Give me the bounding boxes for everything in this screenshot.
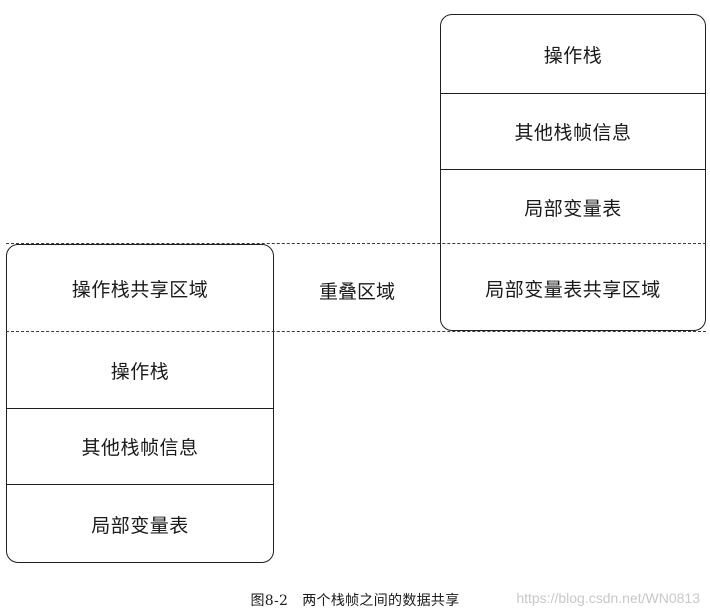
- lower-other-frame-info-label: 其他栈帧信息: [81, 437, 199, 459]
- watermark-url: https://blog.csdn.net/WN0813: [516, 590, 700, 606]
- upper-shared-local-variables-cell: 局部变量表共享区域: [441, 245, 705, 331]
- lower-operand-stack-label: 操作栈: [110, 361, 170, 383]
- upper-operand-stack-cell: 操作栈: [441, 15, 705, 93]
- upper-other-frame-info-cell: 其他栈帧信息: [441, 94, 705, 169]
- upper-stack-frame: 操作栈 其他栈帧信息 局部变量表 局部变量表共享区域: [440, 14, 706, 331]
- lower-stack-frame: 操作栈共享区域 操作栈 其他栈帧信息 局部变量表: [6, 244, 274, 563]
- upper-divider-1: [441, 93, 705, 94]
- overlap-top-dashed-line: [6, 243, 706, 244]
- upper-local-variables-label: 局部变量表: [524, 197, 622, 220]
- lower-local-variables-label: 局部变量表: [91, 514, 189, 537]
- upper-divider-2: [441, 169, 705, 170]
- figure-title: 两个栈帧之间的数据共享: [302, 593, 460, 609]
- overlap-bottom-dashed-line: [6, 331, 706, 332]
- figure-caption: 图8-2 两个栈帧之间的数据共享: [0, 590, 710, 610]
- overlap-region-label: 重叠区域: [318, 280, 395, 303]
- upper-operand-stack-label: 操作栈: [543, 44, 603, 67]
- lower-shared-operand-stack-label: 操作栈共享区域: [71, 279, 209, 301]
- upper-local-variables-cell: 局部变量表: [441, 170, 705, 244]
- lower-other-frame-info-cell: 其他栈帧信息: [7, 409, 273, 484]
- figure-number: 图8-2: [250, 593, 289, 609]
- lower-local-variables-cell: 局部变量表: [7, 485, 273, 563]
- lower-shared-operand-stack-cell: 操作栈共享区域: [7, 245, 273, 332]
- lower-divider-1: [7, 408, 273, 409]
- upper-other-frame-info-label: 其他栈帧信息: [514, 122, 632, 144]
- upper-shared-local-variables-label: 局部变量表共享区域: [485, 278, 661, 301]
- lower-divider-2: [7, 484, 273, 485]
- lower-operand-stack-cell: 操作栈: [7, 333, 273, 408]
